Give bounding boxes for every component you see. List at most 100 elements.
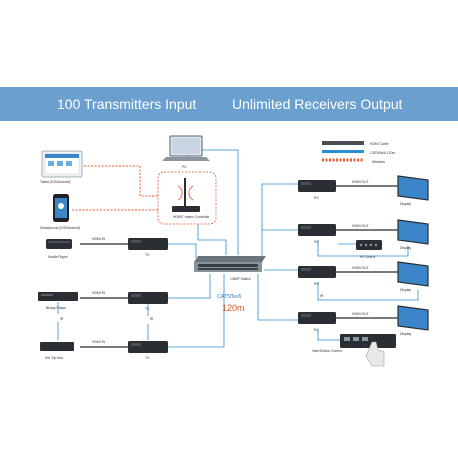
tablet-label: Tablet (iOS/Android) [40, 180, 71, 184]
display-screen [397, 261, 429, 287]
cat-link-tx2 [168, 274, 211, 299]
ir-link-rx3 [317, 282, 419, 301]
tx-body [128, 341, 168, 353]
switch-label: 1080P Switch [230, 277, 251, 281]
ir-control-device: IR Control [356, 240, 382, 259]
hard-button [362, 337, 368, 341]
hand-pointer-icon [365, 341, 385, 367]
matrix-controller: HDMIT matrix Controller [157, 171, 217, 225]
hard-button [344, 337, 350, 341]
bluray-device: Bluray Player IR [38, 292, 78, 321]
settop-device: Set Top Box [40, 342, 74, 360]
wireless-link-tablet [84, 165, 158, 197]
smartphone-app-icon [58, 203, 64, 209]
display-screen [397, 219, 429, 245]
bluray-label: Bluray Player [46, 306, 67, 310]
display-4: Display [397, 305, 429, 336]
rx-label: RX [314, 196, 319, 200]
legend-cat-label: CAT5/5e/6 120m [370, 151, 396, 155]
hard-button-control: Hard Button Control [312, 334, 396, 367]
tx-label: TX [145, 307, 150, 311]
wifi-wave-icon [177, 185, 183, 201]
tablet-screen-bar [45, 154, 79, 158]
tablet-app-tile [66, 161, 72, 166]
display-2: Display [397, 219, 429, 250]
hdmi-out-label: HDMI OUT [352, 312, 369, 316]
legend-hdmi-label: HDMI Cable [370, 142, 389, 146]
ir-link-rx4 [317, 330, 340, 341]
hdmi-out-label: HDMI OUT [352, 224, 369, 228]
tx-ir-label: IR [150, 317, 154, 321]
banner-left-text: 100 Transmitters Input [57, 96, 196, 112]
connections [57, 149, 419, 348]
cat-link-tx3 [168, 274, 225, 348]
tx-body [128, 292, 168, 304]
rx-unit-2: RX HDMI OUT [298, 224, 369, 244]
tx-panel [131, 343, 141, 346]
tx-unit-3: TX [128, 341, 168, 360]
rx-panel [301, 182, 311, 185]
hdmi-in-label-2: HDMI IN [92, 291, 106, 295]
smartphone-label: Smartphone (iOS/Android) [40, 226, 80, 230]
display-label: Display [400, 332, 411, 336]
bluray-body [38, 292, 78, 301]
pc-display [172, 138, 200, 154]
cat-type-label: CAT5/5e/6 [217, 294, 242, 300]
cat-link-rx1 [261, 183, 298, 262]
legend-hdmi-swatch [322, 141, 364, 145]
media-player-device: Media Player [46, 239, 72, 259]
legend: HDMI Cable CAT5/5e/6 120m Wireless [322, 141, 396, 164]
rx-unit-4: RX HDMI OUT [298, 312, 369, 332]
display-3: Display [397, 261, 429, 292]
hdmi-out-label: HDMI OUT [352, 266, 369, 270]
tx-body [128, 238, 168, 250]
media-player-label: Media Player [48, 255, 69, 259]
tablet-app-tile [48, 161, 54, 166]
rx-panel [301, 226, 311, 229]
ir-button [369, 243, 373, 247]
rx-body [298, 312, 336, 324]
display-1: Display [397, 175, 429, 206]
rx-panel [301, 268, 311, 271]
switch-ports-row [198, 268, 258, 270]
rx-label: RX [314, 282, 319, 286]
rx-label: RX [314, 240, 319, 244]
rx-unit-1: RX HDMI OUT [298, 180, 369, 200]
display-screen [397, 305, 429, 331]
tablet-device: Tablet (iOS/Android) [40, 150, 83, 184]
hard-button [353, 337, 359, 341]
banner-right-text: Unlimited Receivers Output [232, 96, 403, 112]
bluray-tray [41, 294, 53, 296]
cat-link-rx4 [257, 274, 298, 321]
hard-button-label: Hard Button Control [312, 349, 342, 353]
tx-panel [131, 294, 141, 297]
ir-button [374, 243, 378, 247]
ir-link-rx2 [317, 240, 409, 257]
display-label: Display [400, 288, 411, 292]
media-player-highlight [48, 241, 70, 243]
switch-ports-row [198, 264, 258, 267]
settop-label: Set Top Box [45, 356, 64, 360]
controller-label: HDMIT matrix Controller [173, 215, 210, 219]
tx-panel [131, 240, 141, 243]
smartphone-device: Smartphone (iOS/Android) [40, 194, 80, 230]
tx-label: TX [145, 253, 150, 257]
tablet-app-tile [57, 161, 63, 166]
rx-ir-label: IR [320, 294, 324, 298]
display-label: Display [400, 202, 411, 206]
hdmi-in-label-1: HDMI IN [92, 237, 106, 241]
ir-control-body [356, 240, 382, 250]
display-label: Display [400, 246, 411, 250]
rx-unit-3: RX HDMI OUT IR [298, 266, 369, 298]
tx-unit-1: TX [128, 238, 168, 257]
network-switch: 1080P Switch [194, 256, 266, 281]
cat-link-tx1 [168, 243, 197, 258]
rx-body [298, 266, 336, 278]
pc-base [162, 157, 210, 161]
legend-cat-swatch [322, 150, 364, 153]
pc-label: PC [182, 165, 187, 169]
bluray-ir-label: IR [60, 317, 64, 321]
legend-wireless-label: Wireless [372, 160, 385, 164]
pc-device: PC [162, 135, 210, 169]
